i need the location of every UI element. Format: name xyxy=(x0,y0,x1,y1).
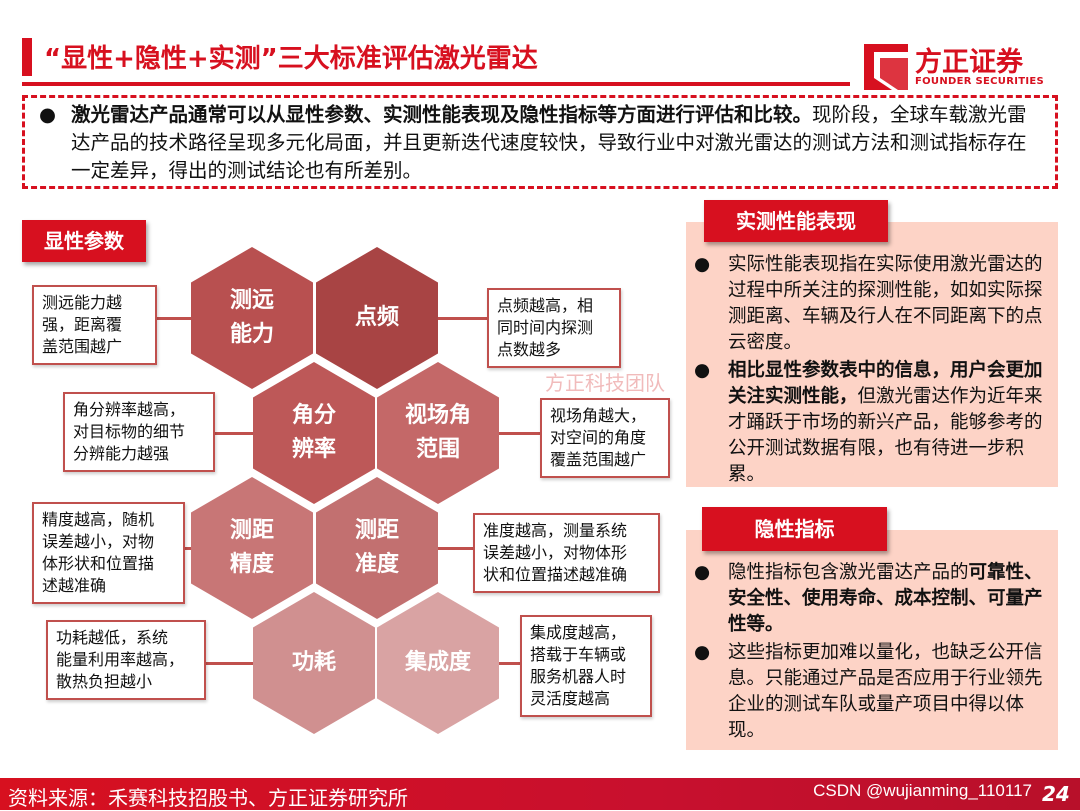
bullet-icon: ● xyxy=(39,103,57,126)
param-description: 角分辨率越高， 对目标物的细节 分辨能力越强 xyxy=(63,392,215,472)
bullet-text: 但激光雷达作为近年来才踊跃于市场的新兴产品，能够参考的公开测试数据有限，也有待进… xyxy=(728,386,1043,485)
connector-line xyxy=(185,547,191,550)
bullet-bold: 相比显性参数表中的信息，用户会更加关注实测性能， xyxy=(728,360,1043,407)
explicit-label: 显性参数 xyxy=(22,220,146,262)
intro-box: ● 激光雷达产品通常可以从显性参数、实测性能表现及隐性指标等方面进行评估和比较。… xyxy=(22,95,1058,189)
watermark: 方正科技团队 xyxy=(545,371,665,395)
connector-line xyxy=(206,662,253,665)
param-hexagon: 点频 xyxy=(316,247,438,389)
title-accent-bar xyxy=(22,38,32,76)
intro-bold: 激光雷达产品通常可以从显性参数、实测性能表现及隐性指标等方面进行评估和比较。 xyxy=(71,103,813,126)
page-title: “显性+隐性+实测”三大标准评估激光雷达 xyxy=(44,44,538,74)
param-description: 点频越高，相 同时间内探测 点数越多 xyxy=(487,288,621,368)
bullet-text: 这些指标更加难以量化，也缺乏公开信息。只能通过产品是否应用于行业领先企业的测试车… xyxy=(728,642,1043,741)
param-description: 集成度越高， 搭载于车辆或 服务机器人时 灵活度越高 xyxy=(520,615,652,717)
implicit-bullet-2: ● 这些指标更加难以量化，也缺乏公开信息。只能通过产品是否应用于行业领先企业的测试… xyxy=(694,640,1048,744)
logo-text: 方正证券 xyxy=(915,47,1023,78)
connector-line xyxy=(499,662,520,665)
param-description: 测远能力越 强，距离覆 盖范围越广 xyxy=(32,285,157,365)
connector-line xyxy=(499,432,540,435)
param-hexagon: 集成度 xyxy=(377,592,499,734)
bullet-text: 实际性能表现指在实际使用激光雷达的过程中所关注的探测性能，如如实际探测距离、车辆… xyxy=(728,254,1043,353)
page-number: 24 xyxy=(1042,782,1070,806)
bullet-bold: 可靠性、安全性、使用寿命、成本控制、可量产性等。 xyxy=(728,562,1043,635)
param-hexagon: 视场角 范围 xyxy=(377,362,499,504)
param-description: 准度越高，测量系统 误差越小，对物体形 状和位置描述越准确 xyxy=(473,513,660,593)
title-divider xyxy=(22,82,850,86)
param-description: 精度越高，随机 误差越小，对物 体形状和位置描 述越准确 xyxy=(32,502,185,604)
measured-bullet-1: ● 实际性能表现指在实际使用激光雷达的过程中所关注的探测性能，如如实际探测距离、车… xyxy=(694,252,1048,356)
param-hexagon: 角分 辨率 xyxy=(253,362,375,504)
source-note: 资料来源：禾赛科技招股书、方正证券研究所 xyxy=(8,786,408,810)
connector-line xyxy=(438,317,487,320)
connector-line xyxy=(157,317,195,320)
connector-line xyxy=(215,432,253,435)
param-hexagon: 测远 能力 xyxy=(191,247,313,389)
param-hexagon: 测距 精度 xyxy=(191,477,313,619)
bullet-text: 隐性指标包含激光雷达产品的 xyxy=(728,562,969,583)
bullet-icon: ● xyxy=(694,254,711,275)
param-hexagon: 功耗 xyxy=(253,592,375,734)
bullet-icon: ● xyxy=(694,642,711,663)
connector-line xyxy=(438,547,473,550)
footer-bar xyxy=(0,778,1080,810)
bullet-icon: ● xyxy=(694,360,711,381)
param-hexagon: 测距 准度 xyxy=(316,477,438,619)
param-description: 视场角越大， 对空间的角度 覆盖范围越广 xyxy=(540,398,670,478)
implicit-label: 隐性指标 xyxy=(702,507,887,551)
measured-panel: ● 实际性能表现指在实际使用激光雷达的过程中所关注的探测性能，如如实际探测距离、车… xyxy=(686,222,1058,487)
intro-text: 现阶段，全球车载激光雷达产品的技术路径呈现多元化局面，并且更新迭代速度较快，导致… xyxy=(71,103,1027,182)
implicit-bullet-1: ● 隐性指标包含激光雷达产品的可靠性、安全性、使用寿命、成本控制、可量产性等。 xyxy=(694,560,1048,638)
bullet-icon: ● xyxy=(694,562,711,583)
param-description: 功耗越低，系统 能量利用率越高， 散热负担越小 xyxy=(46,620,206,700)
logo-subtext: FOUNDER SECURITIES xyxy=(915,76,1045,87)
csdn-watermark: CSDN @wujianming_110117 xyxy=(813,781,1032,800)
measured-bullet-2: ● 相比显性参数表中的信息，用户会更加关注实测性能，但激光雷达作为近年来才踊跃于市… xyxy=(694,358,1048,488)
measured-label: 实测性能表现 xyxy=(704,200,888,242)
founder-logo xyxy=(864,44,908,90)
implicit-panel: ● 隐性指标包含激光雷达产品的可靠性、安全性、使用寿命、成本控制、可量产性等。 ●… xyxy=(686,530,1058,750)
